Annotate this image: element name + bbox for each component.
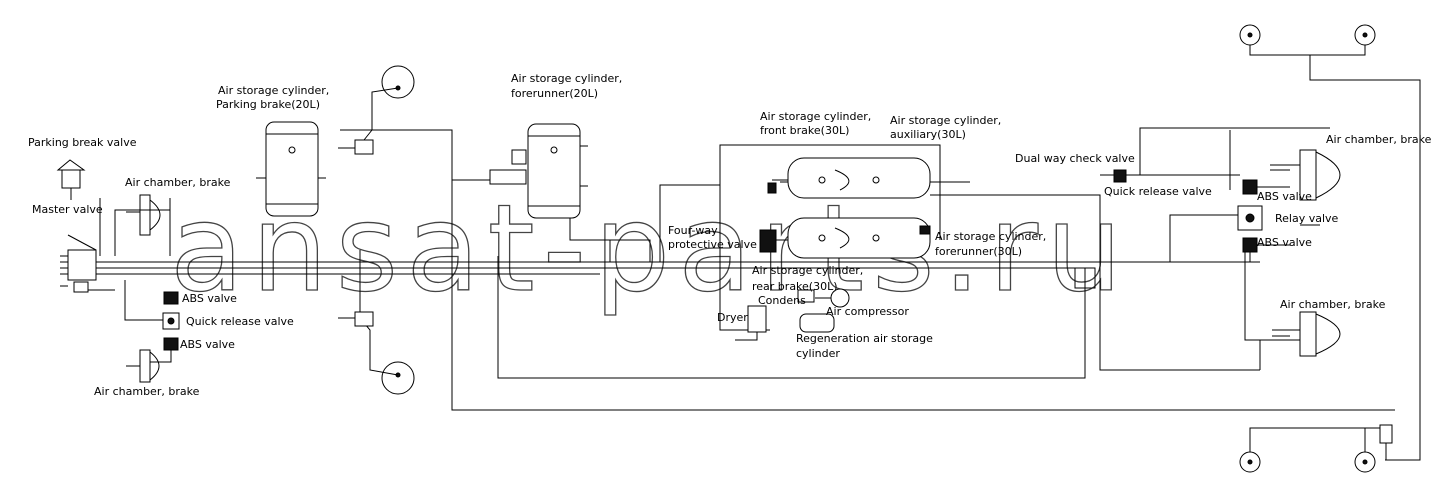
quick-release-valve-left — [162, 312, 180, 330]
air-chamber-left-top — [126, 194, 161, 236]
parking-brake-cylinder — [256, 121, 326, 217]
label-abs-right-1: ABS valve — [1257, 190, 1312, 203]
air-chamber-right-top — [1270, 149, 1341, 201]
label-condenser: Condens — [758, 294, 806, 307]
label-regen-1: Regeneration air storage — [796, 332, 933, 345]
air-chamber-right-bottom — [1272, 311, 1341, 357]
dual-way-check-valve — [1113, 169, 1127, 183]
label-air-chamber-right-top: Air chamber, brake — [1326, 133, 1432, 146]
forerunner-cylinder-30l — [787, 217, 931, 259]
wheel-top-right-2 — [1310, 24, 1376, 56]
spring-brake-right — [1379, 424, 1393, 460]
label-cyl-parking-1: Air storage cylinder, — [218, 84, 329, 97]
label-cyl-front-1: Air storage cylinder, — [760, 110, 871, 123]
dryer — [735, 305, 767, 341]
parking-brake-valve — [56, 159, 86, 200]
label-air-compressor: Air compressor — [826, 305, 909, 318]
label-cyl-forerunner2-2: forerunner(30L) — [935, 245, 1022, 258]
label-abs-right-2: ABS valve — [1257, 236, 1312, 249]
label-cyl-front-2: front brake(30L) — [760, 124, 849, 137]
air-chamber-left-bottom — [126, 349, 172, 383]
label-cyl-parking-2: Parking brake(20L) — [216, 98, 320, 111]
spring-brake-bottom — [338, 311, 374, 327]
label-relay-valve: Relay valve — [1275, 212, 1339, 225]
abs-valve-left-2 — [163, 337, 179, 351]
label-four-way-1: Four-way — [668, 224, 718, 237]
label-cyl-rear-1: Air storage cylinder, — [752, 264, 863, 277]
relay-valve-group — [1237, 179, 1290, 262]
label-dryer: Dryer — [717, 311, 748, 324]
label-air-chamber-left-top: Air chamber, brake — [125, 176, 231, 189]
label-quick-release-right: Quick release valve — [1104, 185, 1212, 198]
abs-valve-left-1 — [163, 291, 179, 305]
wheel-top-left — [359, 65, 415, 146]
label-cyl-forerunner-2: forerunner(20L) — [511, 87, 598, 100]
label-quick-release-left: Quick release valve — [186, 315, 294, 328]
main-pipes — [60, 55, 1421, 461]
label-cyl-rear-2: rear brake(30L) — [752, 280, 838, 293]
label-abs-left-1: ABS valve — [182, 292, 237, 305]
watermark: ansat-parts.ru — [170, 180, 1130, 319]
wheel-top-right-1 — [1239, 24, 1310, 56]
forerunner-cylinder-20l — [489, 123, 588, 219]
wheel-bottom-right-2 — [1354, 428, 1376, 473]
air-compressor — [815, 288, 850, 308]
wheel-bottom-right-1 — [1239, 427, 1380, 473]
label-cyl-aux-2: auxiliary(30L) — [890, 128, 966, 141]
front-brake-cylinder-30l — [767, 157, 931, 199]
spring-brake-top — [338, 139, 374, 155]
label-dual-way: Dual way check valve — [1015, 152, 1135, 165]
label-cyl-forerunner-1: Air storage cylinder, — [511, 72, 622, 85]
regeneration-cylinder — [799, 313, 835, 333]
master-valve — [60, 234, 97, 293]
label-air-chamber-right-bottom: Air chamber, brake — [1280, 298, 1386, 311]
label-abs-left-2: ABS valve — [180, 338, 235, 351]
label-cyl-aux-1: Air storage cylinder, — [890, 114, 1001, 127]
label-master-valve: Master valve — [32, 203, 103, 216]
label-cyl-forerunner2-1: Air storage cylinder, — [935, 230, 1046, 243]
condenser — [797, 289, 815, 303]
label-four-way-2: protective valve — [668, 238, 757, 251]
wheel-bottom-left — [359, 317, 415, 395]
four-way-protective-valve — [759, 229, 788, 253]
label-regen-2: cylinder — [796, 347, 840, 360]
label-parking-valve: Parking break valve — [28, 136, 137, 149]
label-air-chamber-left-bottom: Air chamber, brake — [94, 385, 200, 398]
